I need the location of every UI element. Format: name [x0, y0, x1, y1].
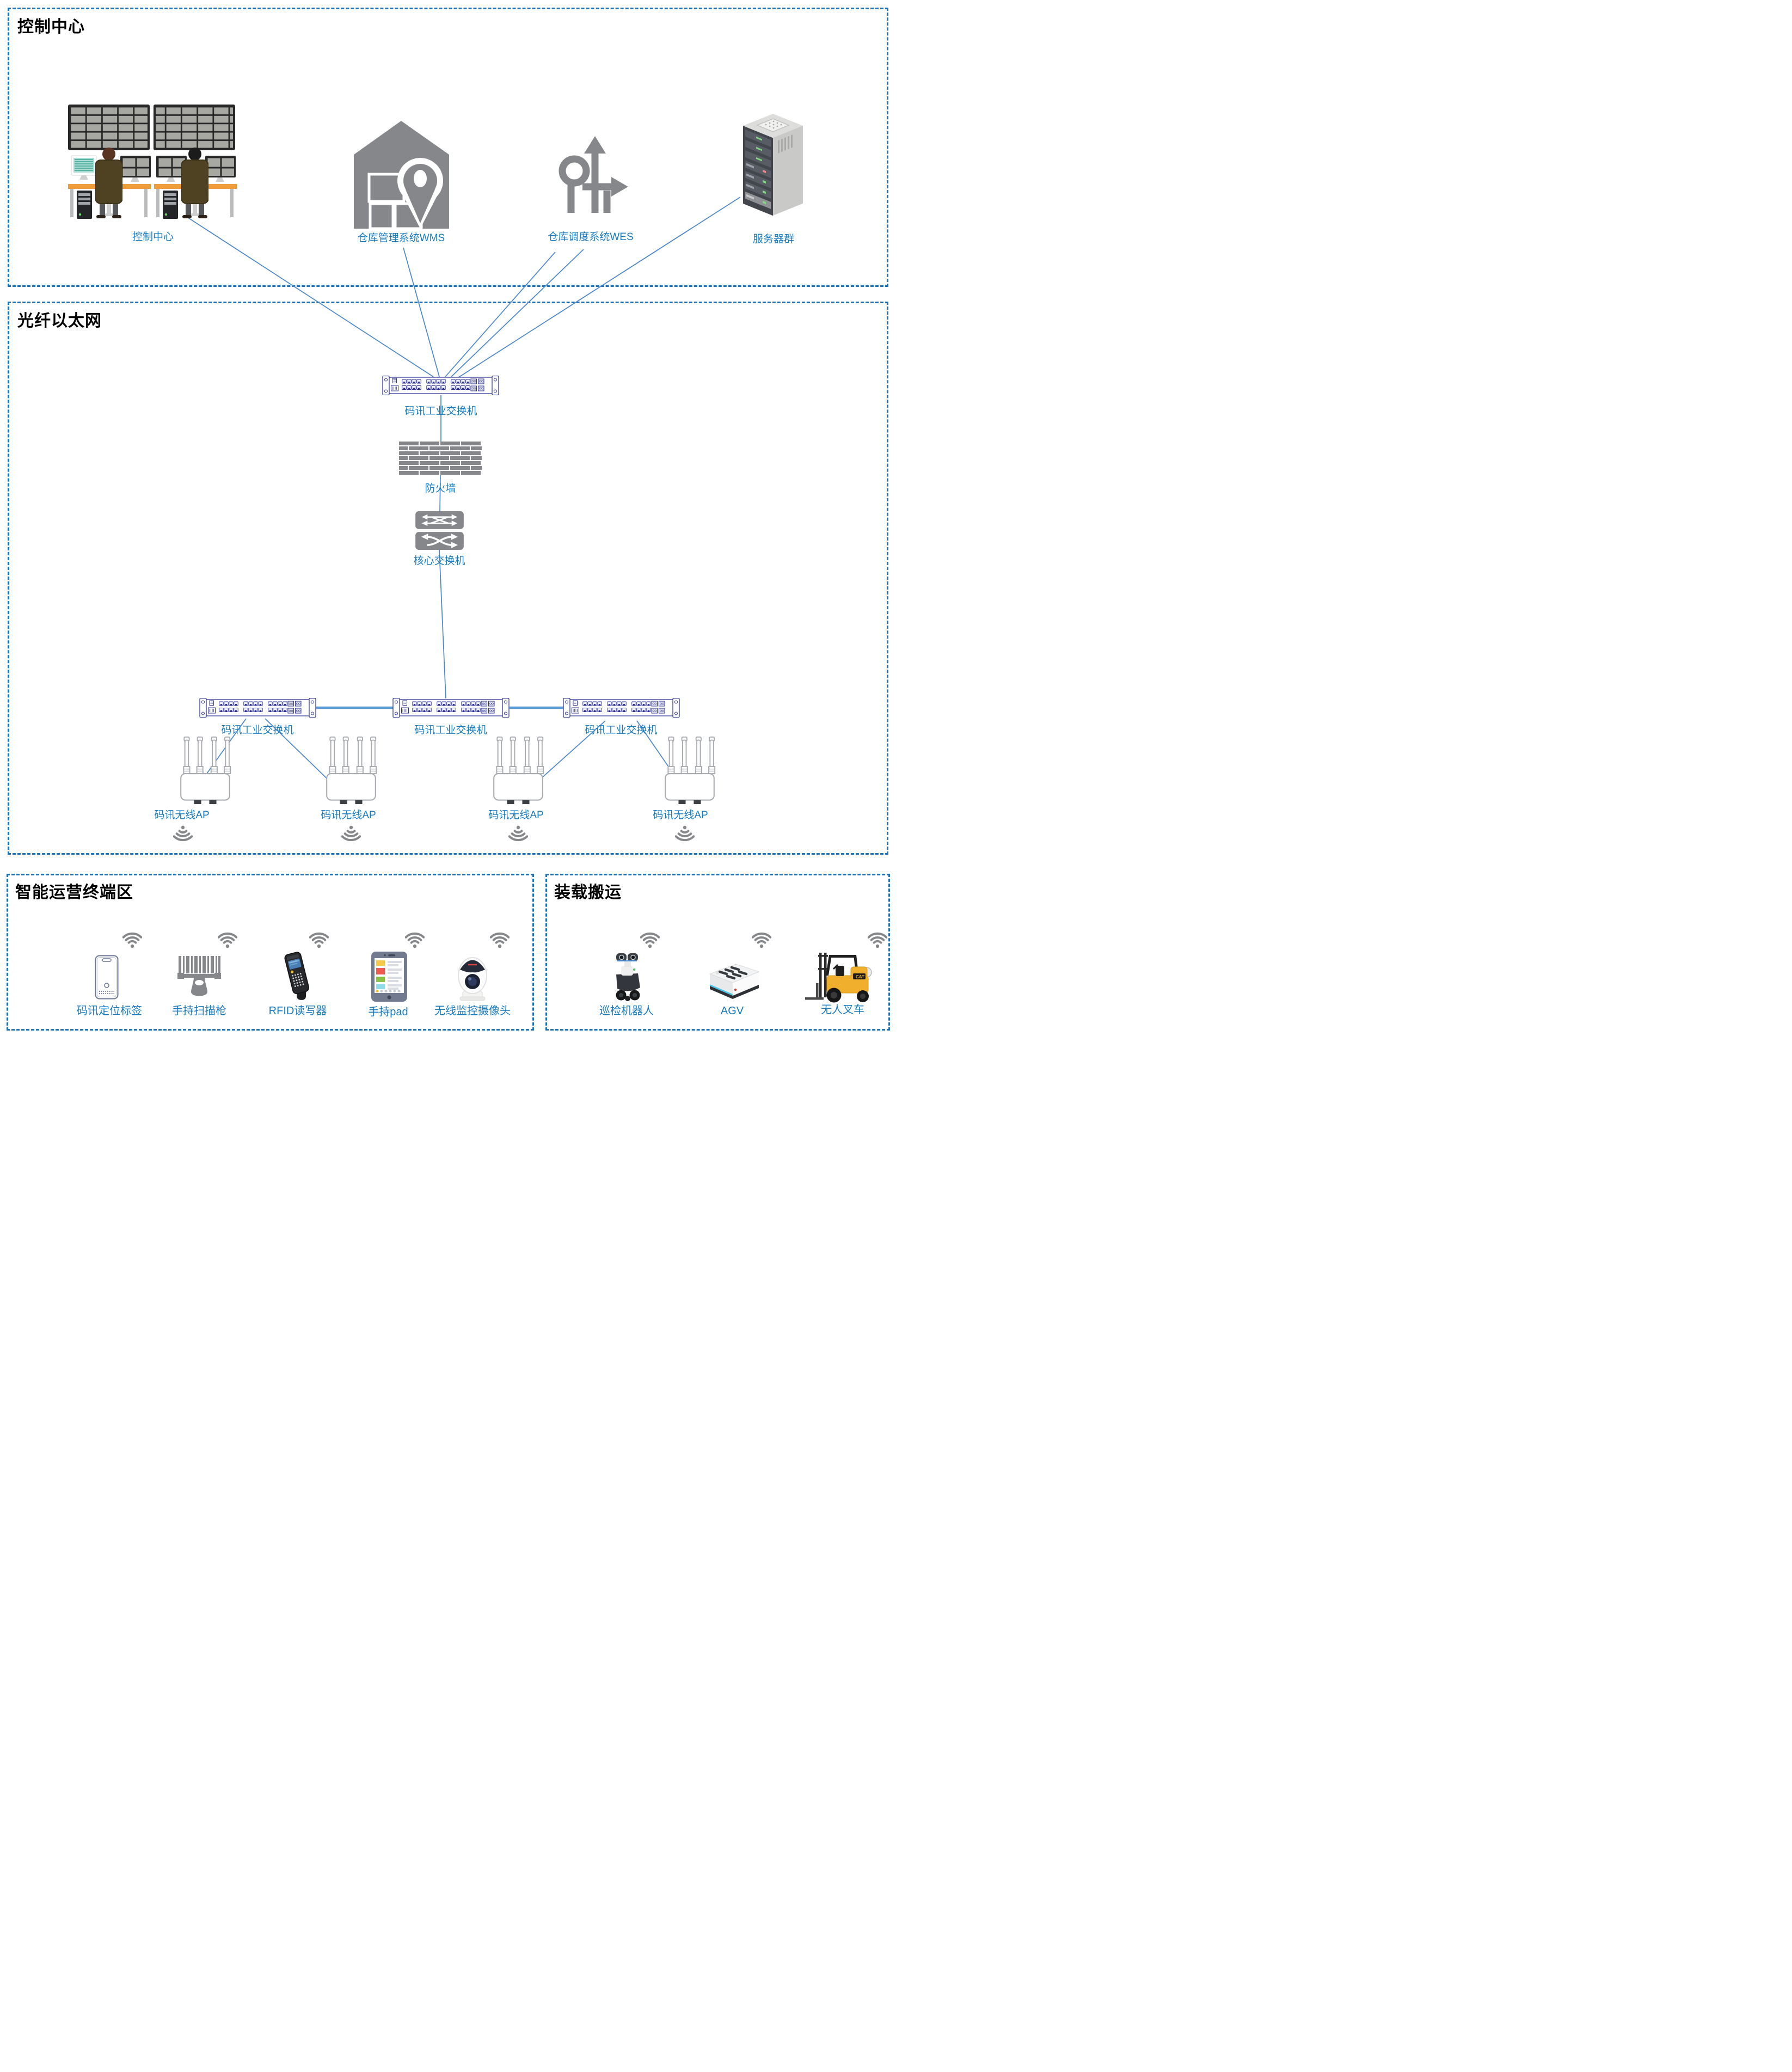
- wifi-icon: [640, 931, 660, 948]
- wifi-down-icon: [508, 825, 528, 843]
- wireless-ap-3-label: 码讯无线AP: [488, 810, 544, 821]
- industrial-switch-mid-label: 码讯工业交换机: [414, 725, 487, 736]
- wireless-ap-2-icon: [321, 736, 382, 805]
- inspection-robot-icon: [609, 952, 647, 1003]
- unmanned-forklift-label: 无人叉车: [821, 1004, 864, 1016]
- wifi-icon: [752, 931, 771, 948]
- wes-label: 仓库调度系统WES: [548, 231, 634, 243]
- rfid-reader-label: RFID读写器: [268, 1005, 327, 1017]
- section-title-loading-handling: 装载搬运: [554, 884, 622, 902]
- unmanned-forklift-icon: [805, 952, 876, 1003]
- handheld-scanner-icon: [177, 956, 221, 1000]
- control-room-icon: [63, 105, 242, 230]
- handheld-pad-label: 手持pad: [368, 1006, 408, 1018]
- inspection-robot-label: 巡检机器人: [599, 1005, 654, 1017]
- wireless-ap-2-label: 码讯无线AP: [321, 810, 376, 821]
- industrial-switch-left-label: 码讯工业交换机: [221, 725, 294, 736]
- server-rack-icon: [739, 111, 807, 222]
- industrial-switch-right-label: 码讯工业交换机: [585, 725, 658, 736]
- wifi-icon: [218, 931, 237, 948]
- handheld-pad-icon: [371, 952, 407, 1002]
- wms-label: 仓库管理系统WMS: [357, 232, 445, 244]
- warehouse-wms-icon: [354, 121, 449, 230]
- wifi-down-icon: [675, 825, 695, 843]
- wireless-ap-4-label: 码讯无线AP: [653, 810, 708, 821]
- wifi-icon: [405, 931, 425, 948]
- core-switch-icon: [415, 511, 464, 550]
- route-wes-icon: [553, 134, 629, 213]
- wifi-down-icon: [341, 825, 361, 843]
- wifi-icon: [490, 931, 510, 948]
- section-loading-handling: [545, 874, 890, 1031]
- agv-label: AGV: [720, 1005, 744, 1017]
- wireless-ap-4-icon: [659, 736, 720, 805]
- firewall-label: 防火墙: [425, 483, 456, 494]
- network-architecture-diagram: 控制中心 光纤以太网 智能运营终端区 装载搬运 控制中心 仓库管理系统WMS 仓…: [0, 0, 896, 1036]
- core-switch-label: 核心交换机: [413, 555, 465, 567]
- agv-icon: [704, 961, 763, 1003]
- control-center-label: 控制中心: [132, 231, 174, 243]
- wireless-camera-label: 无线监控摄像头: [434, 1005, 511, 1017]
- wifi-icon: [122, 931, 142, 948]
- wifi-down-icon: [173, 825, 193, 843]
- wireless-ap-3-icon: [488, 736, 549, 805]
- locating-tag-icon: [95, 955, 119, 1000]
- industrial-switch-mid-icon: [392, 698, 510, 718]
- section-title-terminal-area: 智能运营终端区: [15, 884, 133, 902]
- wireless-ap-1-label: 码讯无线AP: [154, 810, 210, 821]
- industrial-switch-top-icon: [382, 376, 499, 395]
- wireless-camera-icon: [454, 952, 491, 1002]
- section-title-fiber-ethernet: 光纤以太网: [17, 312, 102, 330]
- section-terminal-area: [7, 874, 534, 1031]
- industrial-switch-left-icon: [199, 698, 316, 718]
- rfid-reader-icon: [279, 952, 317, 1002]
- industrial-switch-top-label: 码讯工业交换机: [404, 406, 477, 417]
- handheld-scanner-label: 手持扫描枪: [172, 1005, 226, 1017]
- wifi-icon: [868, 931, 887, 948]
- wifi-icon: [309, 931, 329, 948]
- firewall-icon: [399, 442, 482, 475]
- wireless-ap-1-icon: [175, 736, 236, 805]
- locating-tag-label: 码讯定位标签: [77, 1005, 142, 1017]
- industrial-switch-right-icon: [563, 698, 680, 718]
- server-cluster-label: 服务器群: [752, 234, 795, 245]
- section-title-control-center: 控制中心: [17, 18, 85, 36]
